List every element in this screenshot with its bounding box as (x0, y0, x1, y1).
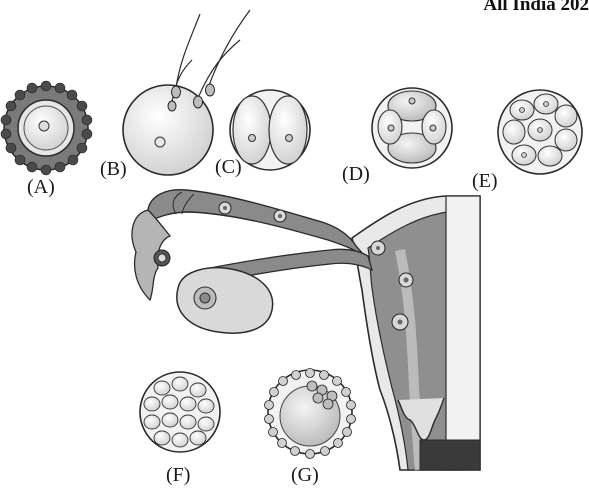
label-c: (C) (215, 156, 242, 179)
two-cell-c (230, 90, 310, 170)
four-cell-d (372, 88, 452, 168)
morula-f (140, 372, 220, 452)
blastocyst-g (265, 369, 356, 459)
header-title: All India 202 (483, 0, 589, 16)
label-f: (F) (166, 464, 190, 487)
label-e: (E) (472, 170, 498, 193)
label-g: (G) (291, 464, 319, 487)
label-a: (A) (27, 176, 55, 199)
label-b: (B) (100, 158, 127, 181)
fertilization-b (123, 10, 250, 175)
eight-cell-e (498, 90, 582, 174)
label-d: (D) (342, 163, 370, 186)
ovum-a (1, 81, 92, 175)
